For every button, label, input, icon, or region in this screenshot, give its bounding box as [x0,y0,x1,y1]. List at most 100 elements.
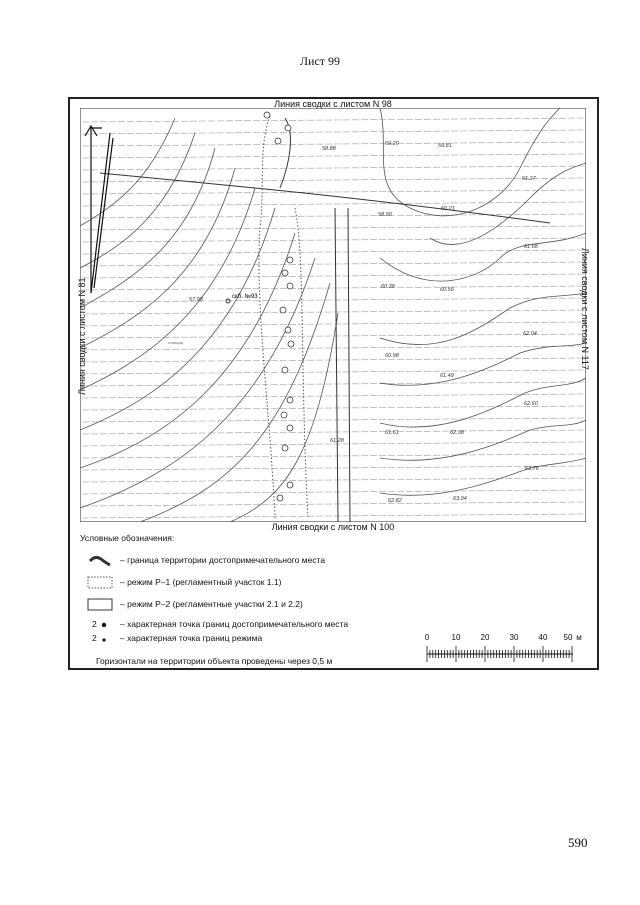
boundary-point [279,306,287,314]
contour-line [80,257,316,509]
scale-label: 50 [563,633,573,642]
boundary-point [286,256,294,264]
hatch-line [81,477,585,483]
hatch-line [81,453,585,459]
elevation-label: 63.04 [453,496,467,502]
elevation-label: 62.38 [450,430,465,436]
contour-line [229,312,339,522]
boundary-point [286,481,294,489]
elevation-label: 57.98 [189,297,204,303]
hatch-line [81,153,585,159]
hatch-line [81,321,585,327]
sheet-title: Лист 99 [299,54,341,68]
boundary-point [284,326,292,334]
scale-label: 30 [509,633,519,642]
elevation-label: 58.88 [322,146,337,152]
contour-line [379,377,586,428]
boundary-point [286,282,294,290]
scale-label: 0 [424,633,430,642]
edge-label-bottom: Линия сводки с листом N 100 [271,522,395,532]
small-map-label: станция [168,340,183,345]
boundary-symbol-icon [88,555,111,567]
hatch-line [81,345,585,351]
elevation-label: 60.21 [441,206,455,212]
contour-line [80,187,256,391]
contour-lines [80,108,586,522]
edge-label-top: Линия сводки с листом N 98 [274,99,392,109]
boundary-point [284,124,292,132]
contour-line [80,207,276,431]
hatch-line [81,489,585,495]
contour-line [379,419,586,461]
boundary-point [274,137,282,145]
hatch-line [81,189,585,195]
hatch-line [81,237,585,243]
scale-ruler [426,646,573,662]
hatch-line [81,369,585,375]
hatch-line [81,225,585,231]
contour-line [80,132,196,269]
boundary-point [276,494,284,502]
contour-line [429,162,586,245]
road-line [347,207,351,522]
elevation-label: 61.68 [524,244,539,250]
dot-icon [101,622,107,628]
road-line [334,207,339,522]
hatch-line [81,405,585,411]
boundary-point [281,444,289,452]
hatch-line [81,333,585,339]
hatch-line [81,261,585,267]
map-frame [68,97,599,670]
page-number: 590 [568,835,588,850]
elevation-label: 60.98 [385,353,400,359]
legend-item-point-territory: 2 – характерная точка границ достопримеч… [80,618,410,632]
contour-line [379,457,586,496]
elevation-labels: 58.88 59.20 59.81 61.27 58.90 60.21 61.68 57.98… [189,141,540,504]
hatch-line [81,129,585,135]
hatch-line [81,177,585,183]
contour-line [80,167,236,349]
elevation-label: 61.28 [330,438,345,444]
elevation-label: 60.56 [440,287,455,293]
boundary-point [280,411,288,419]
boundary-point [286,424,294,432]
contour-line [379,108,561,217]
road-lines [99,117,551,522]
hatch-line [81,501,585,507]
hatch-line [81,393,585,399]
elevation-label: 62.60 [524,401,539,407]
contour-line [80,232,296,469]
elevation-label: 59.20 [385,141,400,147]
topographic-map[interactable]: 58.88 59.20 59.81 61.27 58.90 60.21 61.68 57.98… [80,108,586,522]
elevation-label: 63.76 [525,466,540,472]
scale-label: 20 [480,633,490,642]
contour-line [80,117,176,227]
hatch-line [81,297,585,303]
hatch-line [81,273,585,279]
hatch-line [81,441,585,447]
hatch-line [81,417,585,423]
legend-item-boundary: – граница территории достопримечательног… [80,554,410,568]
elevation-label: 61.27 [522,176,537,182]
hatch-line [81,513,585,519]
contour-line [139,282,331,522]
elevation-label: 62.82 [388,498,402,504]
hatch-line [81,165,585,171]
scale-bar: 0 10 20 30 40 50 м [425,633,585,663]
elevation-label: 58.90 [378,212,393,218]
regime-p1-symbol-icon [87,576,113,589]
elevation-label: 61.61 [385,430,399,436]
hatch-line [81,309,585,315]
legend-label: – режим Р–1 (регламентный участок 1.1) [120,577,282,587]
elevation-label: 59.81 [438,143,452,149]
boundary-point [281,366,289,374]
legend-item-point-regime: 2 – характерная точка границ режима [80,632,410,646]
legend-symbol-number: 2 [92,633,97,643]
boundary-point [263,111,271,119]
legend-label: – характерная точка границ режима [120,633,263,643]
legend-label: – граница территории достопримечательног… [120,555,326,565]
hatch-line [81,117,585,123]
hatch-line [81,381,585,387]
boundary-points [263,111,295,502]
hatch-line [81,201,585,207]
